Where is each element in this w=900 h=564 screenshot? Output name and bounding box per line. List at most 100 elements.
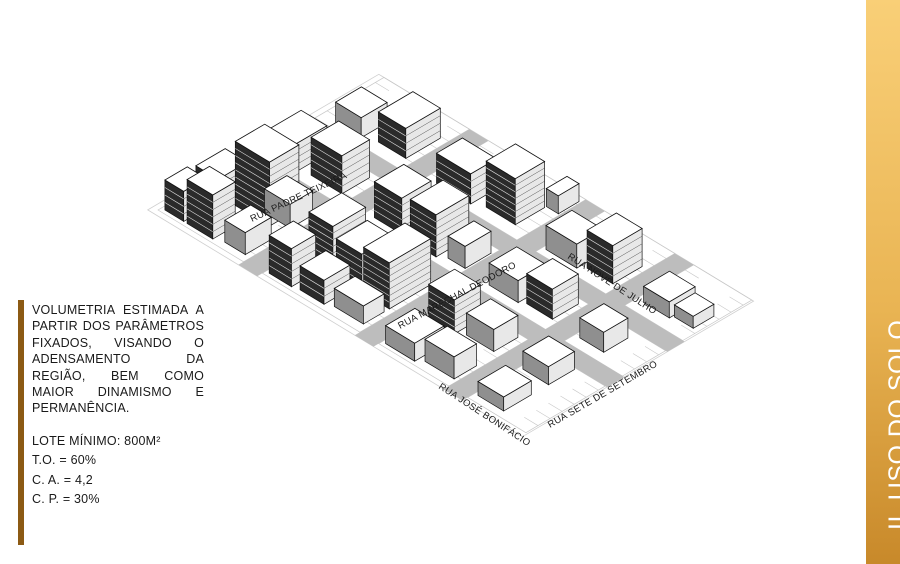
floor-line	[454, 298, 481, 314]
lot-line	[524, 417, 539, 426]
floor-line	[552, 288, 579, 305]
building-roof	[447, 220, 492, 247]
floor-line	[212, 196, 236, 210]
floor-line	[410, 206, 437, 223]
floor-line	[378, 134, 406, 152]
floor-line	[269, 257, 292, 272]
floor-line	[389, 244, 431, 270]
floor-line	[212, 203, 236, 218]
lot-line	[684, 269, 699, 279]
section-band: II. USO DO SOLO	[866, 0, 900, 564]
floor-line	[341, 147, 370, 164]
floor-line	[164, 194, 184, 207]
floor-line	[552, 281, 579, 297]
lot-line	[620, 360, 635, 370]
floor-line	[341, 154, 370, 172]
floor-line	[486, 174, 516, 193]
floor-line	[186, 193, 213, 210]
building	[424, 325, 478, 380]
lot-line	[527, 217, 542, 227]
floor-line	[299, 281, 325, 297]
floor-line	[310, 167, 343, 187]
building-roof	[465, 298, 519, 330]
lot-line	[536, 409, 551, 419]
floor-line	[363, 266, 390, 283]
floor-line	[515, 181, 545, 199]
building	[310, 120, 371, 195]
floor-line	[212, 211, 236, 225]
lot-line	[515, 224, 530, 234]
lot-line	[584, 381, 599, 391]
floor-line	[389, 271, 431, 296]
lot-line	[729, 296, 744, 306]
floor-line	[378, 126, 406, 144]
floor-line	[486, 200, 516, 219]
building-roof	[268, 220, 317, 250]
floor-line	[235, 162, 270, 184]
floor-line	[378, 119, 406, 137]
section-title: II. USO DO SOLO	[884, 319, 900, 530]
floor-line	[186, 201, 213, 218]
isometric-city-map: RUA PADRE TEIXEIRA RUA MARECHAL DEODORO …	[146, 73, 755, 449]
building	[333, 275, 385, 325]
floor-line	[374, 188, 402, 206]
building-roof	[362, 222, 432, 264]
floor-line	[515, 200, 545, 219]
floor-line	[435, 202, 469, 223]
floor-line	[410, 213, 437, 230]
floor-line	[363, 273, 390, 290]
buildings	[164, 86, 715, 412]
floor-line	[612, 243, 643, 262]
floor-line	[341, 162, 370, 179]
floor-line	[323, 272, 351, 289]
floor-line	[269, 158, 300, 177]
street-segment	[443, 253, 694, 401]
building	[545, 175, 580, 215]
parameters-text: VOLUMETRIA ESTIMADA A PARTIR DOS PARÂMET…	[32, 302, 204, 510]
floor-line	[308, 225, 334, 241]
floor-line	[586, 237, 613, 254]
floor-line	[235, 176, 270, 198]
floor-line	[526, 295, 553, 312]
floor-line	[310, 152, 343, 172]
building-roof	[310, 120, 371, 157]
building-roof	[522, 335, 576, 368]
floor-line	[515, 174, 545, 193]
floor-line	[269, 250, 292, 265]
floor-line	[363, 279, 390, 296]
floor-line	[235, 169, 270, 191]
floor-line	[454, 291, 481, 307]
floor-line	[405, 115, 441, 137]
floor-line	[586, 245, 613, 262]
lot-line	[479, 145, 494, 155]
floor-line	[515, 194, 545, 212]
floor-line	[308, 218, 334, 234]
floor-line	[299, 273, 325, 289]
building-roof	[334, 86, 388, 119]
floor-line	[186, 208, 213, 225]
building-roof	[545, 175, 580, 197]
building-roof	[477, 364, 533, 398]
building-roof	[234, 123, 300, 163]
floor-line	[363, 253, 390, 270]
floor-line	[526, 280, 553, 297]
floor-line	[164, 202, 184, 215]
floor-line	[405, 122, 441, 144]
building-roof	[384, 307, 445, 344]
floor-line	[389, 258, 431, 283]
building-roof	[485, 143, 546, 180]
building-roof	[579, 303, 629, 333]
floor-line	[164, 187, 184, 200]
floor-line	[436, 160, 471, 182]
parameters-panel: VOLUMETRIA ESTIMADA A PARTIR DOS PARÂMET…	[18, 300, 204, 545]
floor-line	[552, 296, 579, 312]
floor-line	[310, 144, 343, 164]
floor-line	[586, 252, 613, 269]
building-roof	[299, 250, 351, 281]
floor-line	[186, 215, 213, 232]
lot-line	[640, 257, 655, 266]
floor-line	[374, 195, 402, 213]
lot-line	[632, 353, 647, 363]
floor-line	[341, 169, 370, 187]
floor-line	[612, 235, 643, 254]
